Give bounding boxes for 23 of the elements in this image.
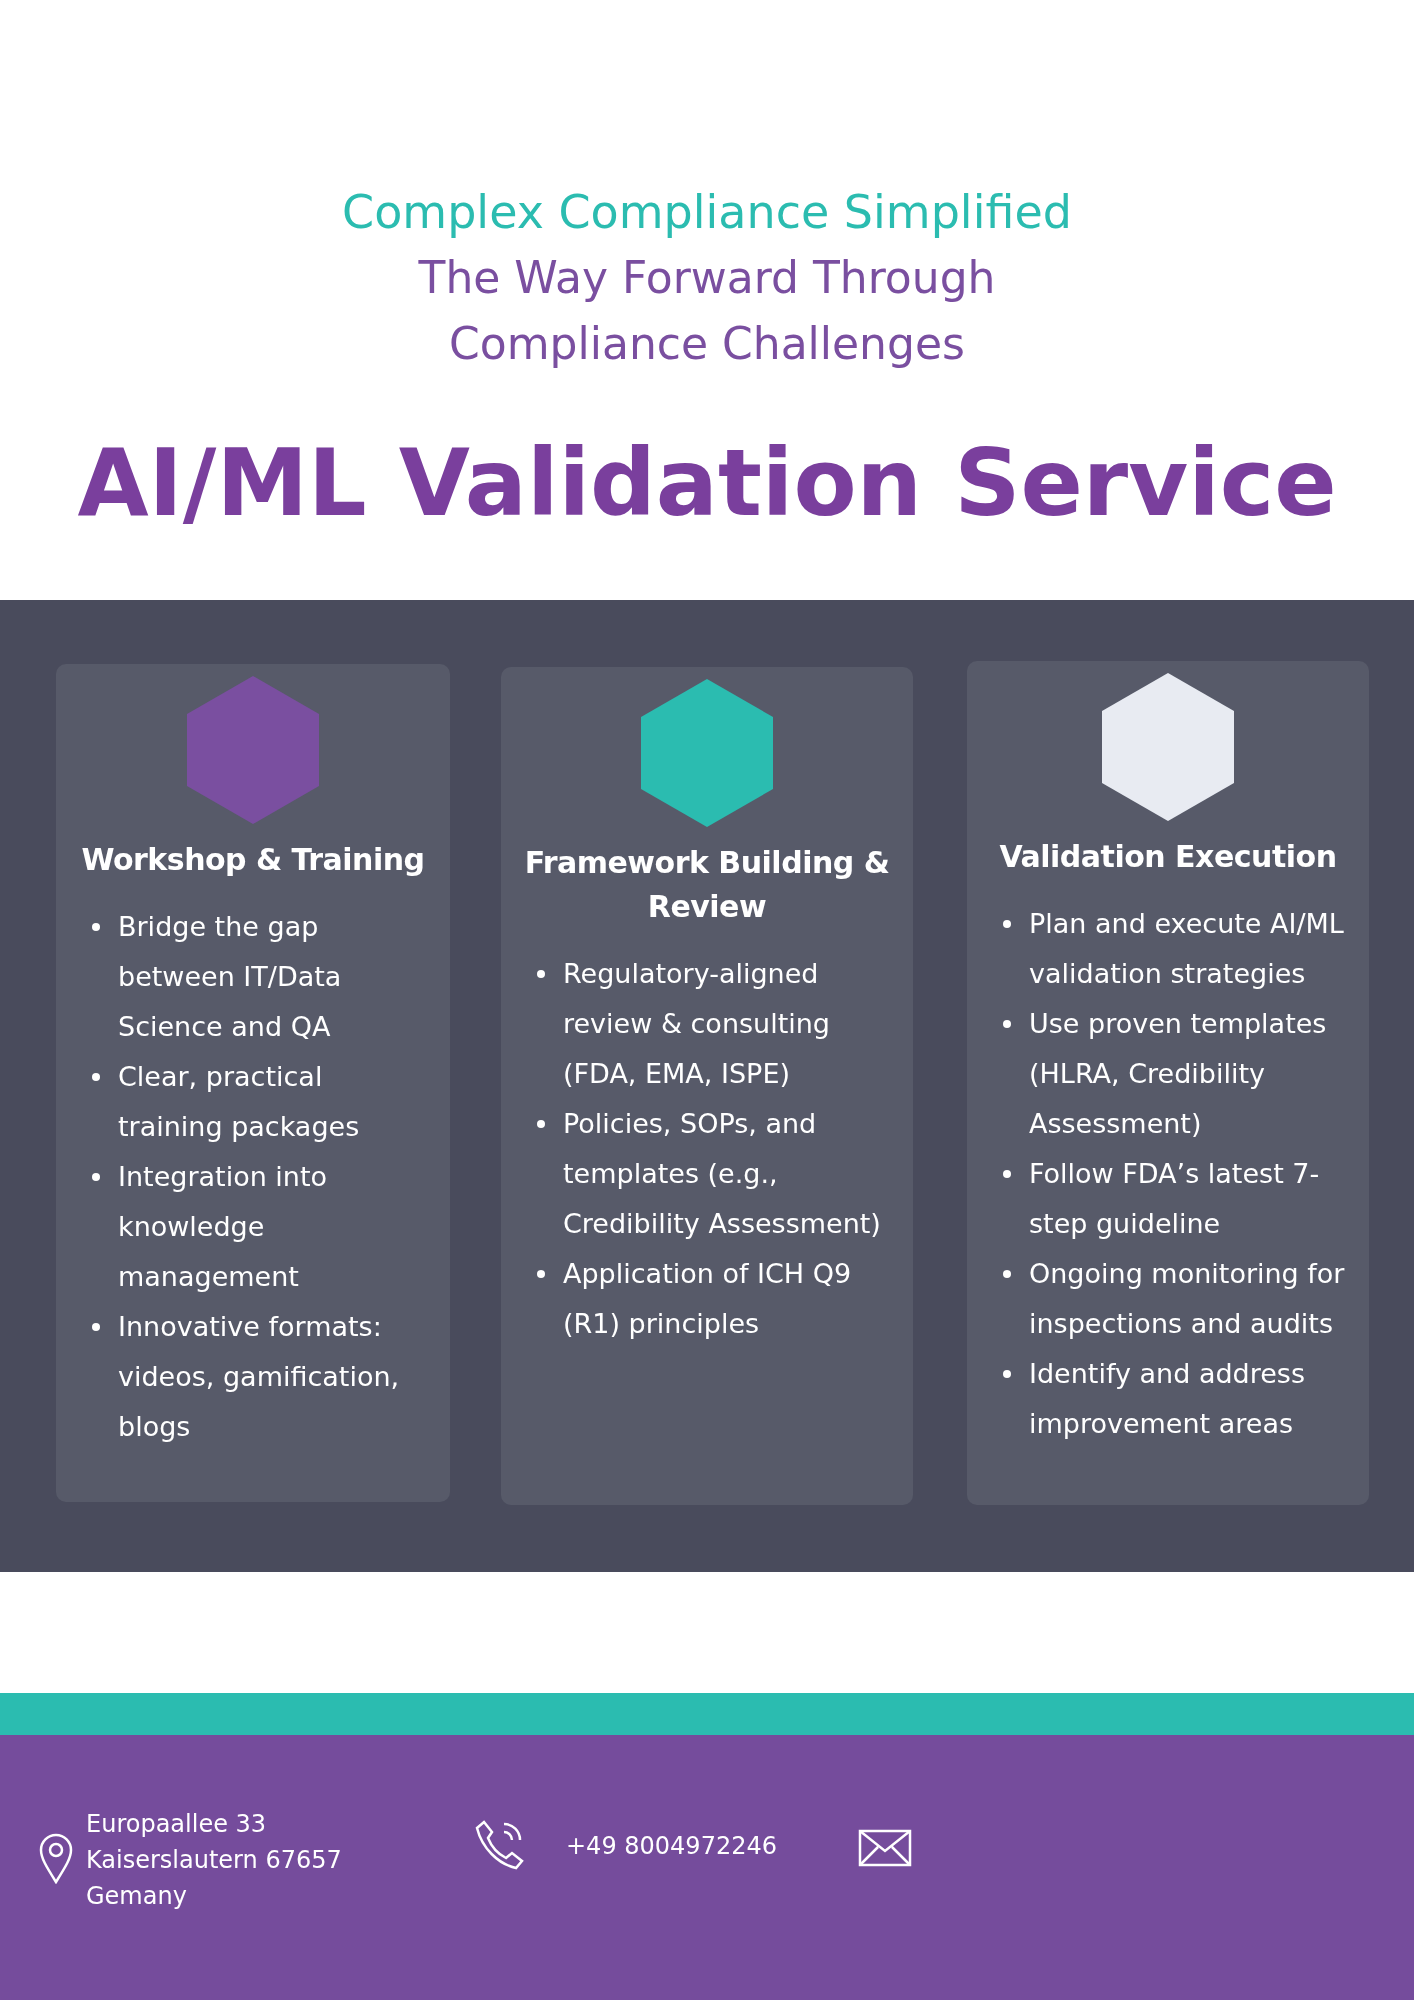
bullet-item: Bridge the gap between IT/Data Science and QA [118, 911, 342, 1042]
page-title: AI/ML Validation Service [76, 430, 1338, 537]
service-card [501, 667, 913, 1505]
bullet-item: Policies, SOPs, and templates (e.g., Credibility Assessment) [563, 1108, 881, 1239]
card-heading: Validation Execution [998, 838, 1338, 876]
subtitle: The Way Forward Through Compliance Challenges [417, 251, 997, 371]
bullet-item: Application of ICH Q9 (R1) principles [563, 1258, 852, 1339]
phone-number: +49 8004972246 [566, 1832, 777, 1860]
bullet-item: Ongoing monitoring for inspections and audits [1029, 1258, 1345, 1339]
bullet-item: Clear, practical training packages [118, 1061, 360, 1142]
bullet-item: Use proven templates (HLRA, Credibility Assessment) [1029, 1008, 1327, 1139]
bullet-item: Integration into knowledge management [118, 1161, 328, 1292]
service-card [967, 661, 1369, 1505]
address-text: Europaallee 33 Kaiserslautern 67657 Gemany [86, 1809, 343, 1912]
tagline: Complex Compliance Simplified [341, 185, 1073, 239]
bullet-item: Identify and address improvement areas [1029, 1358, 1305, 1439]
bullet-item: Follow FDA’s latest 7-step guideline [1029, 1158, 1320, 1239]
bullet-item: Regulatory-aligned review & consulting (FDA, EMA, ISPE) [563, 958, 830, 1089]
bullet-item: Innovative formats: videos, gamification, blogs [118, 1311, 400, 1442]
bullet-item: Plan and execute AI/ML validation strategies [1029, 908, 1344, 989]
card-heading: Framework Building & Review [523, 844, 891, 926]
card-heading: Workshop & Training [80, 841, 426, 879]
service-card [56, 664, 450, 1502]
